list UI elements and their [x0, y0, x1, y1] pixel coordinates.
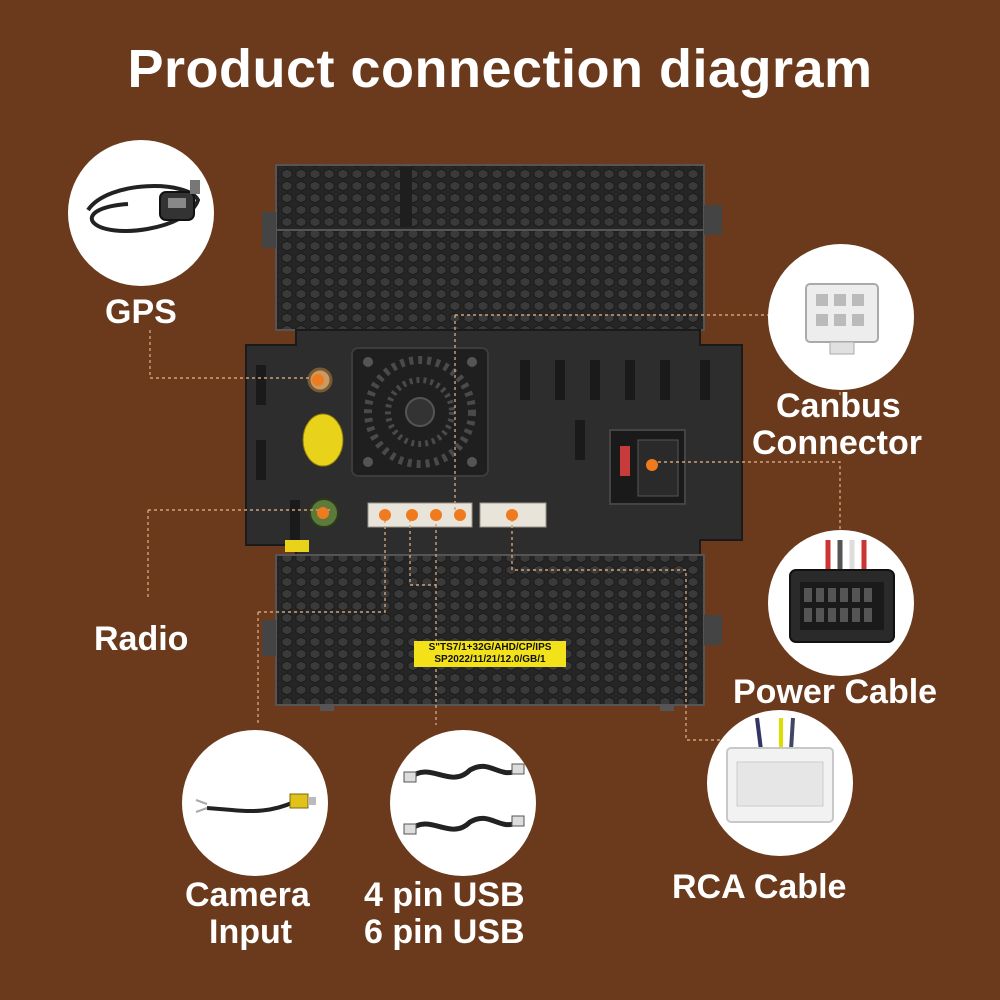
connection-markers	[312, 374, 658, 521]
gps-antenna-icon	[86, 180, 201, 233]
usb-cable-icon	[403, 763, 525, 835]
marker-canbus	[454, 509, 466, 521]
chassis-bottom-case	[262, 554, 722, 711]
usb-thumbnail	[390, 730, 536, 876]
rca-label: RCA Cable	[672, 868, 847, 906]
chassis-top-case	[262, 164, 722, 331]
canbus-thumbnail	[768, 244, 914, 390]
marker-rca	[506, 509, 518, 521]
camera-label-line-1: Camera	[185, 876, 310, 914]
sticker-line-1: S"TS7/1+32G/AHD/CP/IPS	[428, 642, 552, 653]
sticker-line-2: SP2022/11/21/12.0/GB/1	[434, 654, 546, 665]
gps-label: GPS	[105, 293, 177, 331]
canbus-label-line-1: Canbus	[776, 387, 901, 425]
rca-harness-icon	[726, 717, 834, 823]
marker-radio	[312, 374, 324, 386]
marker-usb-6pin	[430, 509, 442, 521]
radio-label: Radio	[94, 620, 189, 658]
marker-camera-input	[379, 509, 391, 521]
power-thumbnail	[768, 530, 914, 676]
camera-thumbnail	[182, 730, 328, 876]
gps-thumbnail	[68, 140, 214, 286]
marker-usb-4pin	[406, 509, 418, 521]
power-label: Power Cable	[733, 673, 938, 711]
marker-camera	[317, 507, 329, 519]
usb-label-line-2: 6 pin USB	[364, 913, 525, 951]
product-sticker: S"TS7/1+32G/AHD/CP/IPS SP2022/11/21/12.0…	[414, 641, 566, 667]
marker-power	[646, 459, 658, 471]
camera-label-line-2: Input	[209, 913, 293, 951]
rca-cable-icon	[195, 793, 316, 814]
page-title: Product connection diagram	[127, 39, 873, 99]
chassis-back-panel	[245, 329, 743, 556]
rca-thumbnail	[707, 710, 853, 856]
canbus-connector-icon	[805, 283, 879, 355]
canbus-label-line-2: Connector	[752, 424, 922, 462]
power-connector-icon	[789, 540, 895, 643]
usb-label-line-1: 4 pin USB	[364, 876, 525, 914]
